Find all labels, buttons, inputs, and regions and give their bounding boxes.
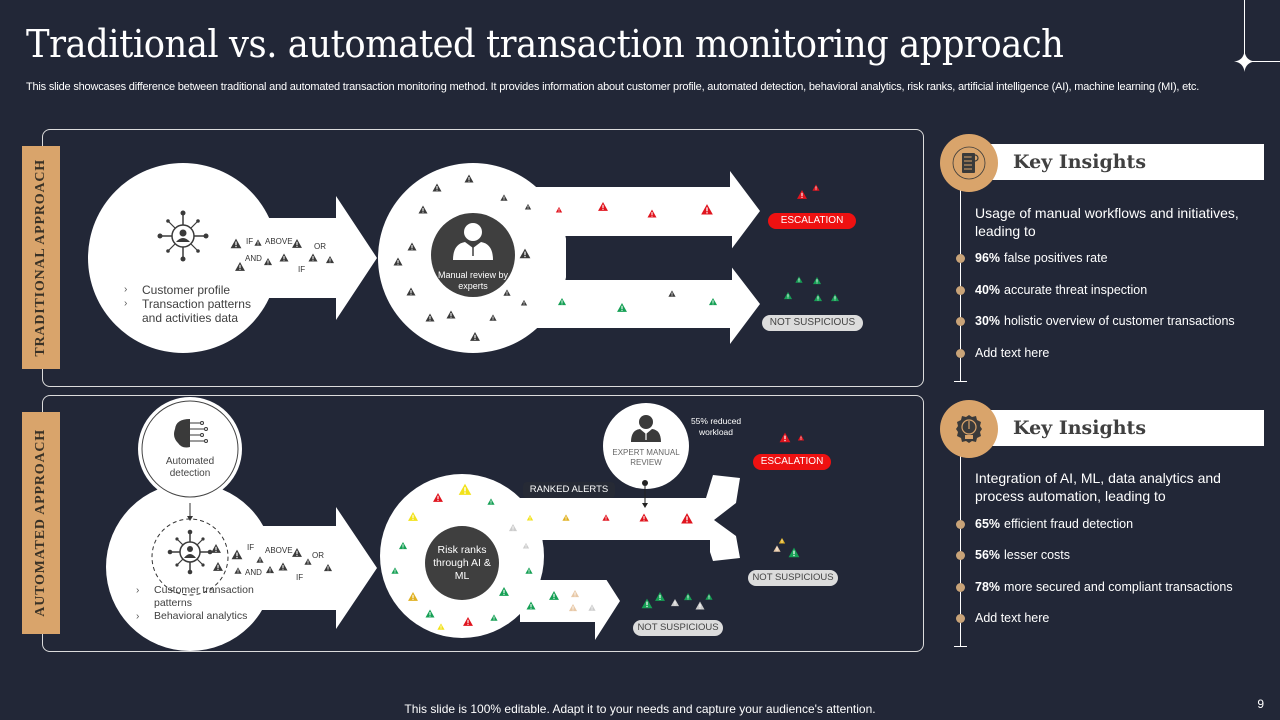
expert-person-icon — [631, 415, 661, 442]
condition-label: IF — [298, 265, 306, 274]
bullet-dot — [956, 349, 965, 358]
key-insights-lead: Integration of AI, ML, data analytics an… — [975, 470, 1221, 504]
insight-item: Add text here — [975, 346, 1050, 360]
key-insights-badge — [940, 400, 998, 458]
expert-manual-review-label: EXPERT MANUAL REVIEW — [612, 448, 680, 467]
condition-label: ABOVE — [265, 546, 293, 555]
lightbulb-gear-icon — [956, 415, 982, 443]
insight-item: 78%more secured and compliant transactio… — [975, 580, 1233, 594]
chevron-right-icon: › — [124, 298, 128, 309]
alert-triangle-icon — [779, 432, 791, 443]
not-suspicious-badge: NOT SUSPICIOUS — [633, 620, 723, 636]
alert-triangle-icon — [655, 592, 665, 601]
page-number: 9 — [1257, 697, 1264, 711]
key-insights-header — [968, 410, 1264, 446]
alert-triangle-icon — [788, 547, 800, 558]
condition-label: ABOVE — [265, 237, 293, 246]
alert-triangle-icon — [812, 184, 820, 191]
alert-triangle-icon — [773, 545, 781, 552]
alert-triangle-icon — [830, 293, 840, 302]
alert-triangle-icon — [797, 190, 807, 199]
ranked-alerts-badge: RANKED ALERTS — [523, 482, 615, 498]
alert-triangle-icon — [705, 593, 713, 600]
list-item: ›Transaction patterns and activities dat… — [124, 297, 251, 325]
condition-label: OR — [314, 242, 326, 251]
automated-detection-label: Automated detection — [165, 456, 215, 479]
condition-label: IF — [246, 237, 254, 246]
insight-item: 40%accurate threat inspection — [975, 283, 1148, 297]
insight-item: 65%efficient fraud detection — [975, 517, 1134, 531]
alert-triangle-icon — [695, 601, 705, 610]
list-item: ›Behavioral analytics — [136, 610, 248, 622]
alert-triangle-icon — [812, 276, 822, 285]
document-icon — [952, 146, 986, 180]
alert-triangle-icon — [797, 434, 805, 441]
bullet-dot — [956, 614, 965, 623]
automated-risk-shape — [380, 403, 740, 640]
not-suspicious-badge: NOT SUSPICIOUS — [748, 570, 838, 586]
automated-inputs-list: ›Customer transaction patterns ›Behavior… — [136, 584, 254, 623]
alert-triangle-icon — [813, 293, 823, 302]
key-insights-title: Key Insights — [1013, 151, 1147, 173]
bullet-dot — [956, 520, 965, 529]
condition-label: IF — [247, 543, 255, 552]
network-person-icon — [157, 210, 209, 262]
list-item: ›Customer transaction patterns — [136, 584, 254, 609]
traditional-inputs-list: ›Customer profile ›Transaction patterns … — [124, 283, 272, 325]
bullet-dot — [956, 317, 965, 326]
escalation-badge: ESCALATION — [768, 213, 856, 229]
list-item: ›Customer profile — [124, 283, 231, 297]
key-insights-lead: Usage of manual workflows and initiative… — [975, 205, 1239, 239]
brain-circuit-icon — [174, 419, 208, 448]
chevron-right-icon: › — [124, 284, 128, 295]
workload-note: 55% reduced workload — [690, 416, 742, 437]
key-insights-header — [968, 144, 1264, 180]
network-person-icon — [167, 529, 213, 575]
alert-triangle-icon — [683, 592, 693, 601]
chevron-right-icon: › — [136, 611, 140, 622]
condition-label: OR — [312, 551, 324, 560]
bullet-dot — [956, 286, 965, 295]
insight-item: 56%lesser costs — [975, 548, 1071, 562]
alert-triangle-icon — [778, 537, 786, 544]
timeline-end — [954, 381, 967, 382]
sparkle-icon — [1234, 51, 1255, 72]
bullet-dot — [956, 254, 965, 263]
chevron-right-icon: › — [136, 585, 140, 596]
not-suspicious-badge: NOT SUSPICIOUS — [762, 315, 863, 331]
manual-review-label: Manual review by experts — [437, 270, 509, 291]
bullet-dot — [956, 583, 965, 592]
expert-person-icon — [453, 223, 493, 260]
alert-triangle-icon — [670, 598, 680, 607]
condition-label: IF — [296, 573, 304, 582]
bullet-dot — [956, 551, 965, 560]
insight-item: 30%holistic overview of customer transac… — [975, 314, 1235, 328]
timeline-end — [954, 646, 967, 647]
decorative-line — [1244, 0, 1245, 60]
slide-title: Traditional vs. automated transaction mo… — [26, 22, 1064, 66]
alert-triangle-icon — [783, 291, 793, 300]
escalation-badge: ESCALATION — [753, 454, 831, 470]
key-insights-badge — [940, 134, 998, 192]
condition-label: AND — [245, 568, 262, 577]
alert-triangle-icon — [641, 598, 653, 609]
slide-subtitle: This slide showcases difference between … — [26, 81, 1200, 93]
decorative-line — [1244, 61, 1280, 62]
footer-note: This slide is 100% editable. Adapt it to… — [404, 702, 876, 716]
key-insights-title: Key Insights — [1013, 417, 1147, 439]
risk-ranks-label: Risk ranks through AI & ML — [433, 544, 491, 582]
insight-item: 96%false positives rate — [975, 251, 1108, 265]
automated-approach-label: AUTOMATED APPROACH — [22, 412, 60, 634]
condition-label: AND — [245, 254, 262, 263]
traditional-approach-label: TRADITIONAL APPROACH — [22, 146, 60, 369]
insight-item: Add text here — [975, 611, 1050, 625]
alert-triangle-icon — [795, 276, 803, 283]
